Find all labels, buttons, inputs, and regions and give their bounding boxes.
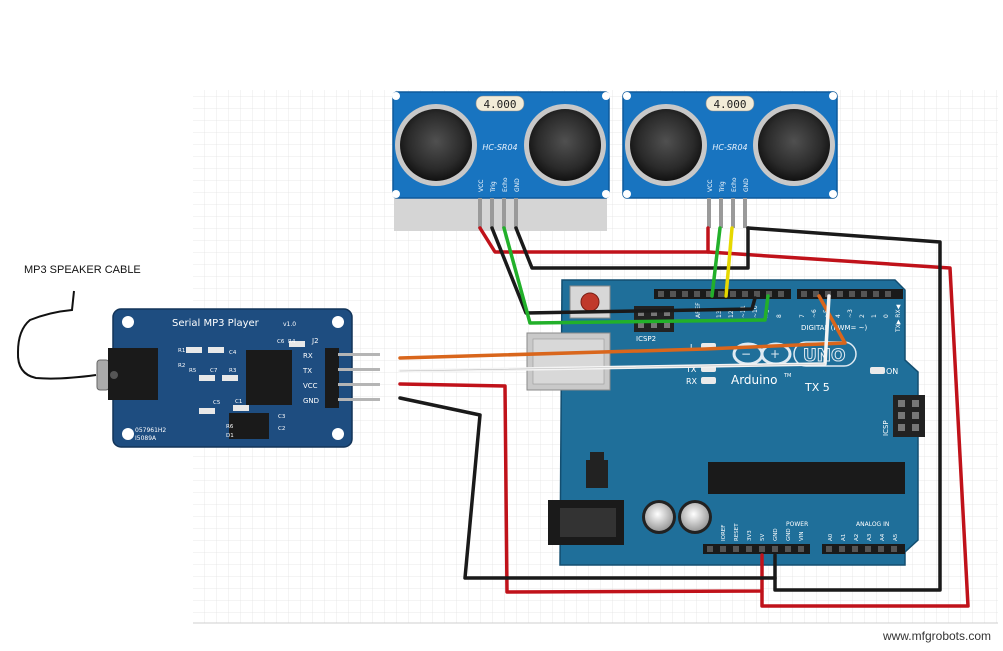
mp3-code-2: I5089A — [135, 435, 157, 442]
ultrasonic-sensor-2: 4.000 HC-SR04 VCC Trig Echo GND — [622, 91, 838, 228]
digital-pin-0: 0 — [883, 314, 890, 318]
ultrasonic-sensor-1: 4.000 HC-SR04 VCC Trig Echo GND — [392, 91, 610, 231]
led-l-label: L — [690, 343, 695, 352]
mp3-label-c5: C5 — [213, 400, 221, 406]
icsp2-label: ICSP2 — [636, 335, 656, 343]
icsp-label: ICSP — [882, 420, 890, 436]
analog-pin-a3: A3 — [867, 533, 873, 541]
digital-pin-7: 7 — [799, 314, 806, 318]
power-pin-ioref: IOREF — [721, 525, 727, 541]
power-pin-gnd-1: GND — [773, 528, 779, 541]
wires — [398, 226, 970, 608]
mp3-label-r2: R2 — [178, 363, 185, 369]
led-tx-label: TX — [685, 365, 697, 374]
mp3-label-c7: C7 — [210, 368, 218, 374]
mp3-label-c2: C2 — [278, 426, 285, 432]
sensor-2-crystal-label: 4.000 — [713, 98, 746, 111]
analog-pin-a0: A0 — [828, 533, 834, 541]
wire-green-sensor1 — [502, 226, 770, 325]
analog-pin-a4: A4 — [880, 533, 886, 541]
mp3-label-r5: R5 — [189, 368, 197, 374]
wire-green-sensor2 — [710, 226, 722, 298]
sensor-1-pin-trig: Trig — [490, 181, 497, 193]
power-pin-reset: RESET — [734, 523, 740, 541]
sensor-2-pin-trig: Trig — [719, 181, 726, 193]
power-pin-5v: 5V — [760, 534, 766, 541]
digital-pin-10: ~10 — [752, 305, 759, 318]
digital-pin-12: 12 — [728, 310, 735, 318]
mp3-label-r1: R1 — [178, 348, 185, 354]
serial-mp3-player-module: Serial MP3 Player v1.0 J2 R1 R2 R3 R4 R5… — [96, 308, 380, 448]
mp3-label-c3: C3 — [278, 414, 286, 420]
mp3-pin-vcc: VCC — [303, 382, 318, 390]
speaker-cable-drawing — [16, 290, 97, 380]
wire-black-sensor1-gnd — [514, 226, 750, 270]
digital-pin-2: 2 — [859, 314, 866, 318]
analog-in-label: ANALOG IN — [856, 521, 889, 528]
mp3-label-c1: C1 — [235, 399, 242, 405]
tx5-label: TX 5 — [804, 381, 830, 394]
watermark: www.mfgrobots.com — [882, 629, 991, 643]
wire-black-sensor2-gnd — [746, 226, 942, 592]
analog-pin-a1: A1 — [841, 534, 847, 541]
digital-pin-3: ~3 — [847, 309, 854, 318]
arduino-logo-minus: − — [741, 347, 751, 361]
digital-pin-11: ~11 — [740, 305, 747, 318]
power-pin-gnd-2: GND — [786, 528, 792, 541]
digital-pin-4: 4 — [835, 314, 842, 318]
mp3-label-c4: C4 — [229, 350, 237, 356]
mp3-pin-tx: TX — [302, 367, 312, 375]
sensor-1-pin-vcc: VCC — [478, 180, 485, 192]
sensor-2-pin-gnd: GND — [743, 178, 750, 192]
sensor-1-crystal-label: 4.000 — [483, 98, 516, 111]
wire-white-tx-outline — [399, 363, 826, 372]
arduino-tm-label: TM — [783, 373, 791, 379]
sensor-2-pin-vcc: VCC — [707, 180, 714, 192]
mp3-label-r3: R3 — [229, 368, 237, 374]
digital-pin-1: 1 — [871, 314, 878, 318]
mp3-module-version: v1.0 — [283, 321, 296, 328]
mp3-code-1: 057961H2 — [135, 427, 166, 434]
analog-pin-a5: A5 — [893, 533, 899, 541]
power-label: POWER — [786, 521, 808, 528]
digital-pin-6: ~6 — [811, 309, 818, 318]
sensor-2-pin-echo: Echo — [731, 177, 738, 192]
led-on-label: ON — [886, 367, 898, 376]
mp3-label-r6: R6 — [226, 424, 234, 430]
speaker-cable-annotation: MP3 SPEAKER CABLE — [24, 264, 141, 276]
digital-pin-8: 8 — [776, 314, 783, 318]
digital-pin-13: 13 — [716, 310, 723, 318]
mp3-pin-rx: RX — [303, 352, 313, 360]
mp3-label-r4: R4 — [288, 339, 296, 345]
txrx-label: TX▶ RX◀ — [895, 304, 902, 333]
led-rx-label: RX — [686, 377, 698, 386]
wire-red-sensor-vcc-long — [706, 250, 970, 608]
wire-red-sensor-vcc — [478, 226, 710, 254]
mp3-module-title: Serial MP3 Player — [172, 318, 260, 329]
sensor-1-pin-echo: Echo — [502, 177, 509, 192]
wire-yellow-sensor2 — [724, 226, 734, 298]
sensor-1-model-label: HC-SR04 — [482, 143, 517, 152]
arduino-brand-label: Arduino — [731, 373, 777, 387]
mp3-label-c6: C6 — [277, 339, 285, 345]
analog-pin-a2: A2 — [854, 534, 860, 541]
mp3-header-label: J2 — [311, 337, 319, 345]
sensor-1-pin-gnd: GND — [514, 178, 521, 192]
sensor-2-model-label: HC-SR04 — [712, 143, 747, 152]
wire-orange-rx — [398, 294, 847, 360]
power-pin-3v3: 3V3 — [747, 530, 753, 541]
digital-pwm-label: DIGITAL (PWM= ~) — [801, 324, 867, 332]
mp3-label-d1: D1 — [226, 433, 234, 439]
wire-black-mp3-gnd — [398, 396, 777, 580]
power-pin-vin: VIN — [799, 532, 805, 542]
arduino-logo-plus: + — [770, 347, 780, 361]
wire-black-sensor1-gnd-lower — [490, 226, 757, 315]
mp3-pin-gnd: GND — [303, 397, 319, 405]
